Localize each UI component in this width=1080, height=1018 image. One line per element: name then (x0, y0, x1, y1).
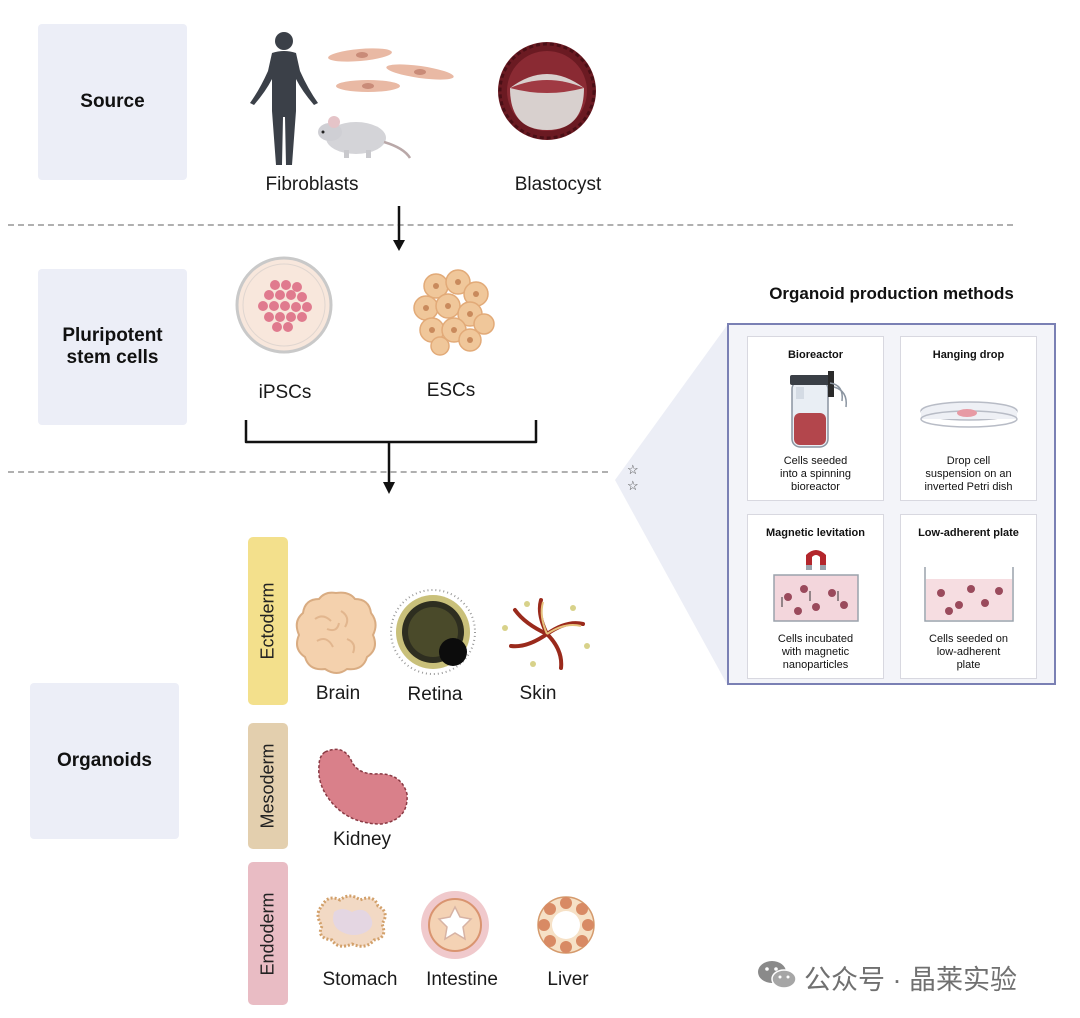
wechat-icon (758, 961, 797, 989)
ectoderm-label: Ectoderm (257, 582, 278, 660)
skin-label: Skin (519, 683, 557, 704)
kidney-label: Kidney (332, 829, 392, 850)
hanging-drop-description: Drop cell suspension on an inverted Petr… (924, 455, 1013, 493)
low-adherent-title: Low-adherent plate (918, 527, 1019, 539)
low-adherent-well-icon (924, 567, 1014, 622)
mesoderm-bar: Mesoderm (248, 723, 288, 849)
stage-pluripotent: Pluripotent stem cells (38, 269, 187, 425)
liver-label: Liver (547, 969, 589, 990)
hanging-drop-title: Hanging drop (932, 349, 1005, 361)
endoderm-bar: Endoderm (248, 862, 288, 1005)
stomach-organoid-icon (316, 894, 387, 948)
brain-organoid-icon (295, 591, 377, 674)
stage-source: Source (38, 24, 187, 180)
escs-label: ESCs (426, 380, 476, 401)
bioreactor-icon (790, 371, 847, 448)
blastocyst-label: Blastocyst (514, 174, 602, 195)
escs-cluster-icon (413, 269, 495, 356)
human-icon (250, 32, 318, 165)
stage-source-label: Source (80, 91, 145, 112)
stomach-label: Stomach (322, 969, 398, 990)
low-adherent-description: Cells seeded on low-adherent plate (929, 633, 1008, 671)
methods-title: Organoid production methods (769, 284, 1014, 303)
watermark-text: 公众号 · 晶莱实验 (804, 965, 1017, 995)
arrow-down-1 (393, 206, 405, 251)
bioreactor-description: Cells seeded into a spinning bioreactor (780, 455, 851, 493)
ipscs-dish-icon (235, 256, 333, 354)
brain-label: Brain (315, 683, 361, 704)
retina-organoid-icon (390, 589, 476, 675)
mouse-icon (318, 116, 412, 159)
zoom-wedge (615, 324, 728, 686)
intestine-label: Intestine (426, 969, 498, 990)
bioreactor-title: Bioreactor (787, 349, 844, 361)
petri-dish-icon (920, 401, 1018, 428)
fibroblasts-label: Fibroblasts (265, 174, 359, 195)
fibroblast-cells-icon (328, 48, 454, 92)
endoderm-label: Endoderm (257, 891, 278, 976)
magnet-well-icon (773, 550, 859, 622)
bioreactor-card: Bioreactor Cells seeded into a spinning … (747, 336, 884, 501)
liver-organoid-icon (537, 896, 595, 954)
ipscs-label: iPSCs (258, 382, 312, 403)
retina-label: Retina (407, 684, 463, 705)
hanging-drop-card: Hanging drop Drop cell suspension on an … (900, 336, 1037, 501)
separator-1 (8, 224, 1013, 226)
ectoderm-bar: Ectoderm (248, 537, 288, 705)
star-icon-1: ☆ (627, 462, 639, 477)
magnetic-levitation-card: Magnetic levitation Cells incubated with… (747, 514, 884, 679)
kidney-organoid-icon (318, 748, 408, 825)
magnetic-levitation-description: Cells incubated with magnetic nanopartic… (777, 633, 854, 671)
mesoderm-label: Mesoderm (257, 743, 278, 829)
star-icon-2: ☆ (627, 478, 639, 493)
magnetic-levitation-title: Magnetic levitation (765, 527, 866, 539)
stage-organoids: Organoids (30, 683, 179, 839)
skin-organoid-icon (502, 598, 590, 670)
stage-organoids-label: Organoids (56, 750, 152, 771)
blastocyst-icon (498, 42, 596, 140)
separator-2 (8, 471, 608, 473)
low-adherent-card: Low-adherent plate Cells seeded on low-a… (900, 514, 1037, 679)
intestine-organoid-icon (421, 891, 489, 959)
merge-bracket (244, 420, 538, 494)
stage-pluripotent-label: Pluripotent stem cells (62, 325, 163, 368)
methods-panel: Bioreactor Cells seeded into a spinning … (727, 323, 1056, 685)
